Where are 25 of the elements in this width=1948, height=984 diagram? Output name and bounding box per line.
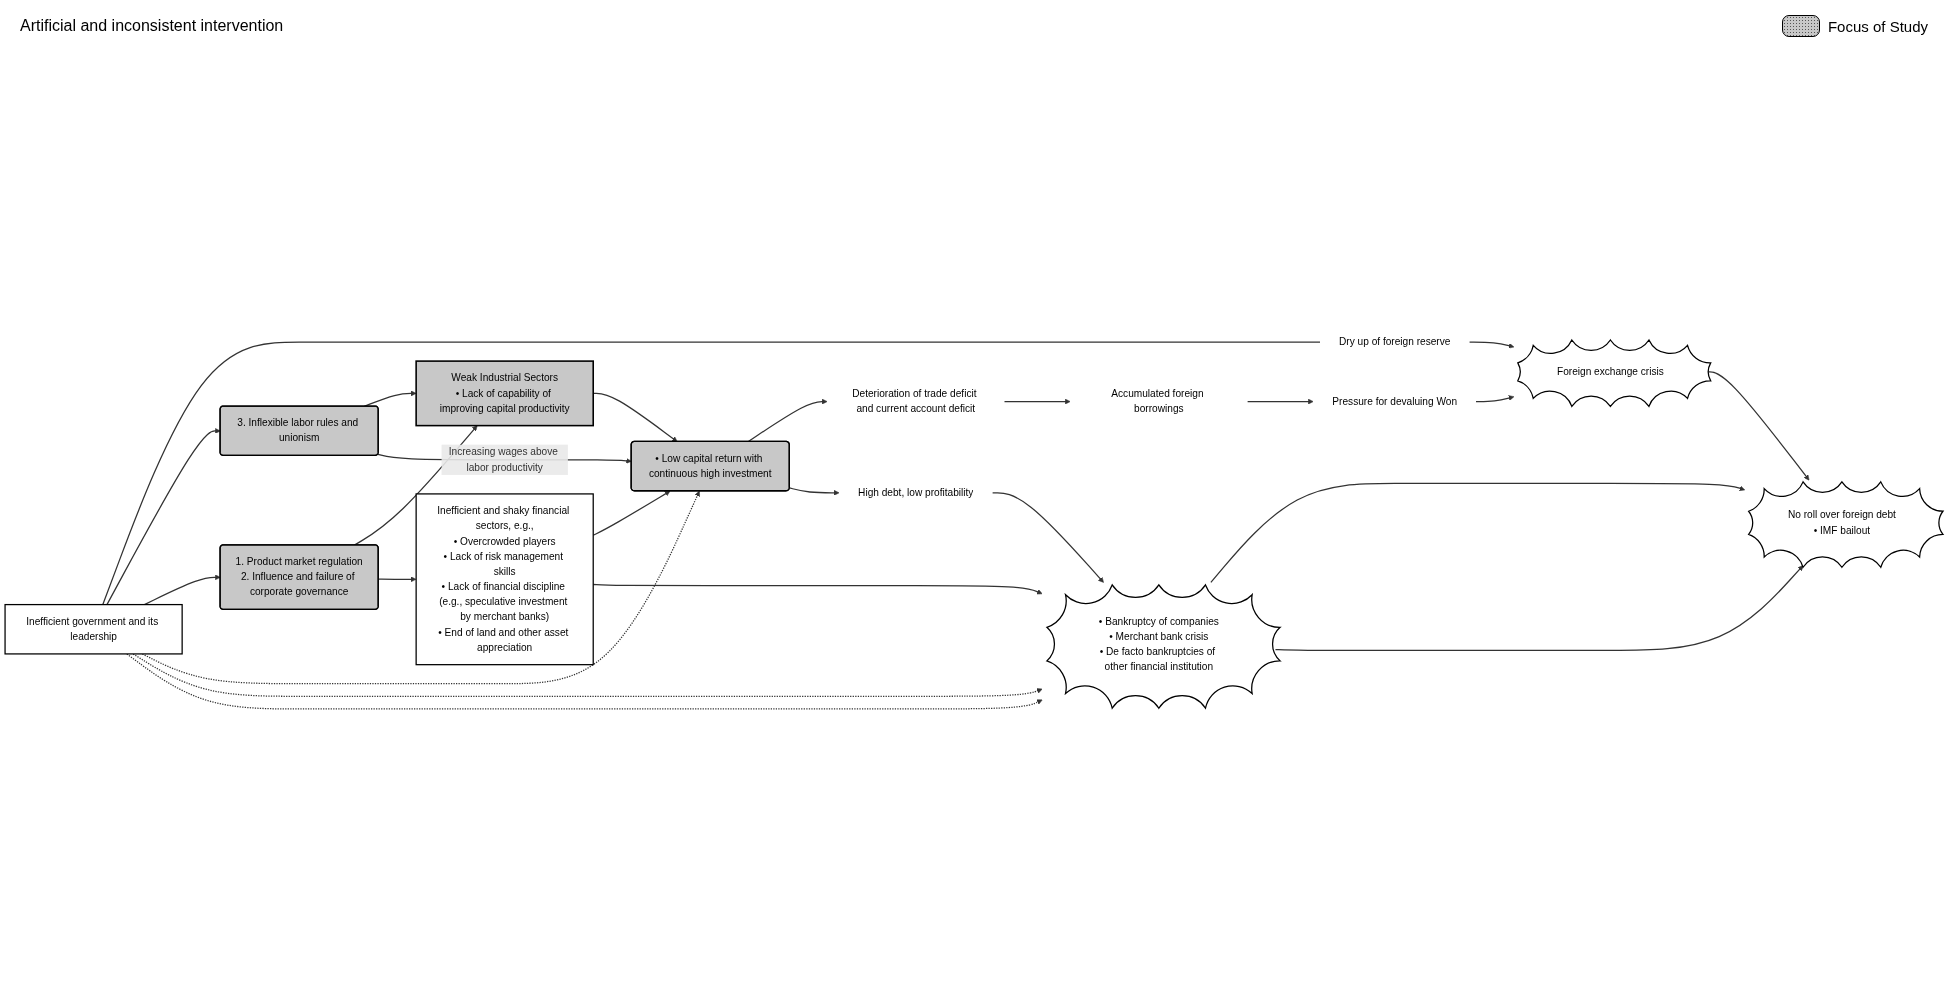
node-text: Deterioration of trade deficit and current account deficit (852, 388, 977, 415)
note-text: Artificial and inconsistent intervention (20, 17, 284, 34)
arrow (1246, 398, 1314, 405)
arrow (126, 653, 1043, 710)
node-box: Inefficient government and its leadership (4, 603, 183, 655)
arrow (747, 398, 828, 443)
arrow (1274, 565, 1804, 652)
node-text: High debt, low profitability (858, 487, 974, 498)
arrow (106, 428, 221, 606)
legend-label: Focus of Study (1827, 17, 1928, 35)
arrow (788, 487, 840, 496)
node-text: Pressure for devaluing Won (1332, 395, 1458, 407)
arrow (132, 653, 1043, 697)
arrow (1468, 341, 1515, 349)
arrow (1210, 482, 1745, 584)
arrow (1003, 398, 1071, 405)
node-box: Inefficient and shaky financial sectors, e.g., • Overcrowded players • Lack of risk management skills • Lack of financial discipline (e.g., speculative investment by merchant banks) • End of land and other asset appreciation (415, 493, 594, 666)
node-text: Dry up of foreign reserve (1339, 336, 1451, 348)
node-text: Accumulated foreign borrowings (1111, 388, 1204, 415)
node-box: Weak Industrial Sectors • Lack of capability of improving capital productivity (415, 360, 594, 427)
arrow (1475, 395, 1515, 403)
arrow (991, 492, 1104, 583)
arrow (143, 574, 221, 606)
edge-label: Increasing wages above labor productivity (448, 446, 558, 473)
connector (102, 341, 1321, 606)
